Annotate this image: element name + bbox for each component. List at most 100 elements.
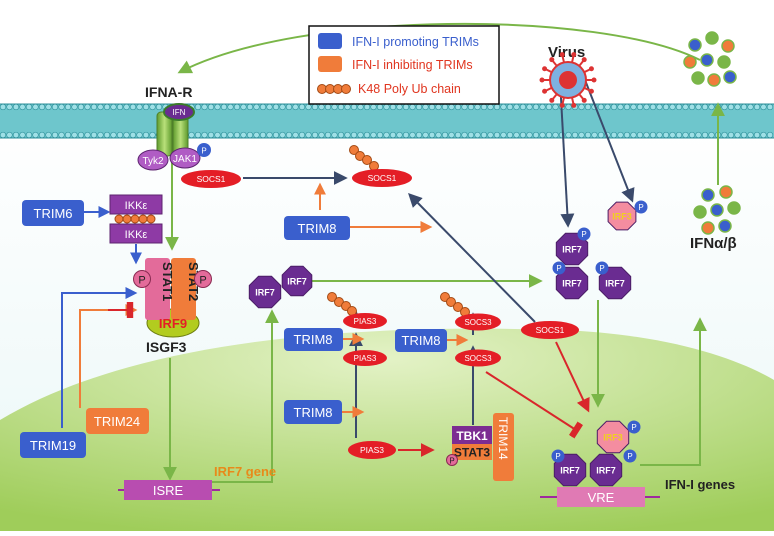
isre-element: ISRE [118,480,220,500]
svg-text:P: P [627,452,632,461]
trim19-box: TRIM19 [20,432,86,458]
legend-promoting-label: IFN-I promoting TRIMs [352,35,479,49]
irf7-pair-left: IRF7 [555,266,589,300]
vre-label: VRE [588,490,615,505]
ifn-molecule [719,185,733,199]
socs3-inhibit-arrow [485,371,584,439]
trim8-box-middle-left: TRIM8 [284,328,343,351]
trim24-label: TRIM24 [94,414,140,429]
ifn-molecule [721,39,735,53]
irf7-cytoplasm-right: IRF7 [281,265,313,297]
ifn-molecule [727,201,741,215]
trim24-box: TRIM24 [86,408,149,434]
irf7-top-phospho: P [577,227,591,241]
ifn-genes-label: IFN-I genes [665,477,735,492]
cytoplasmic-ifn [693,185,741,235]
irf7-cytoplasm-left: IRF7 [248,275,282,309]
virus-irf3-arrow [584,79,635,203]
socs1-cytoplasm-label: SOCS1 [536,325,565,335]
irf7-pair-right-label: IRF7 [605,279,625,289]
ikke-complex: IKKε IKKε [109,194,163,244]
socs1-return-arrow [408,193,536,323]
legend-promoting-swatch [318,33,342,49]
trim8-label-top: TRIM8 [298,221,337,236]
trim8-box-middle-right: TRIM8 [395,329,447,352]
irf3-nuclear-phospho: P [627,420,641,434]
ifna-receptor: IFN [156,103,195,157]
ifn-molecule [718,219,732,233]
legend-inhibiting-label: IFN-I inhibiting TRIMs [352,58,473,72]
irf7-pair-left-phospho: P [552,261,566,275]
ifn-ligand-label: IFN [173,108,186,117]
ifnab-label: IFNα/β [690,235,737,252]
irf9-label: IRF9 [159,316,187,331]
stat1-phospho: P [138,275,145,287]
socs1-receptor-label: SOCS1 [197,174,226,184]
jak1-phospho: P [201,147,206,156]
socs3-ubiquitinated: SOCS3 [440,292,501,331]
irf7-pair-right: IRF7 [598,266,632,300]
irf7-pair-right-phospho: P [595,261,609,275]
ifn-molecule [705,31,719,45]
irf3-nuclear-label: IRF3 [603,433,623,443]
socs1-ubiquitinated: SOCS1 [349,145,412,187]
svg-text:P: P [581,230,586,239]
trim8-label-lower: TRIM8 [294,405,333,420]
jak1-label: JAK1 [173,154,197,165]
socs1-ub-label: SOCS1 [368,173,397,183]
cell-membrane [0,103,774,139]
ifn-molecule [707,73,721,87]
ifn-molecule [700,53,714,67]
stat3-phospho: P [449,457,454,466]
socs3-ub-label: SOCS3 [464,318,492,327]
svg-text:P: P [556,264,561,273]
socs1-inhibit-arrow [555,341,590,413]
tbk1-stat3-complex: TBK1 STAT3 P [446,426,492,466]
ifn-molecule [691,71,705,85]
trim8-box-top: TRIM8 [284,216,350,240]
svg-text:P: P [631,423,636,432]
irf7-phospho-top-label: IRF7 [562,245,582,255]
stat2-phospho: P [199,275,206,287]
pias3-nuclear: PIAS3 [348,441,396,459]
ikke-label-bottom: IKKε [125,229,148,241]
pias3-middle: PIAS3 [343,350,387,366]
irf7-vre-left: IRF7 [553,453,587,487]
isgf3-label: ISGF3 [146,339,187,355]
legend-inhibiting-swatch [318,56,342,72]
trim6-label: TRIM6 [34,206,73,221]
stat2-label: STAT2 [186,262,201,301]
irf7-gene-arrow [210,309,279,483]
ifn-molecule [688,38,702,52]
ifn-molecule [701,188,715,202]
tyk2: Tyk2 [137,149,169,171]
irf3-nuclear: IRF3 [596,420,630,454]
pias3-ubiquitinated: PIAS3 [327,292,387,329]
ifn-ligand [163,103,195,121]
svg-text:P: P [638,203,643,212]
virus-particle [539,52,597,108]
ifn-genes-arrow [640,317,707,466]
ifn-molecule [693,205,707,219]
irf7-vre-right: IRF7 [589,453,623,487]
ifn-feedback-arrow [177,22,701,74]
trim6-box: TRIM6 [22,200,84,226]
stat3-label: STAT3 [454,446,491,460]
irf7-vre-left-phospho: P [551,449,565,463]
ifn-molecule [701,221,715,235]
isgf3-complex: STAT1 STAT2 P P IRF9 [133,258,212,338]
irf3-cytoplasm-label: IRF3 [612,212,632,222]
jak1: JAK1 P [169,143,211,169]
tbk1-label: TBK1 [456,429,488,443]
secreted-ifn [683,31,737,87]
irf7-vre-right-label: IRF7 [596,466,616,476]
socs1-cytoplasm: SOCS1 [521,321,579,339]
irf3-cytoplasm-phospho: P [634,200,648,214]
irf7-cytoplasm-right-label: IRF7 [287,277,307,287]
pias3-nuclear-label: PIAS3 [360,445,384,455]
ikke-label-top: IKKε [125,200,148,212]
ifn-molecule [683,55,697,69]
socs1-receptor: SOCS1 [181,170,241,188]
trim8-box-lower: TRIM8 [284,400,342,424]
irf7-cytoplasm-left-label: IRF7 [255,288,275,298]
